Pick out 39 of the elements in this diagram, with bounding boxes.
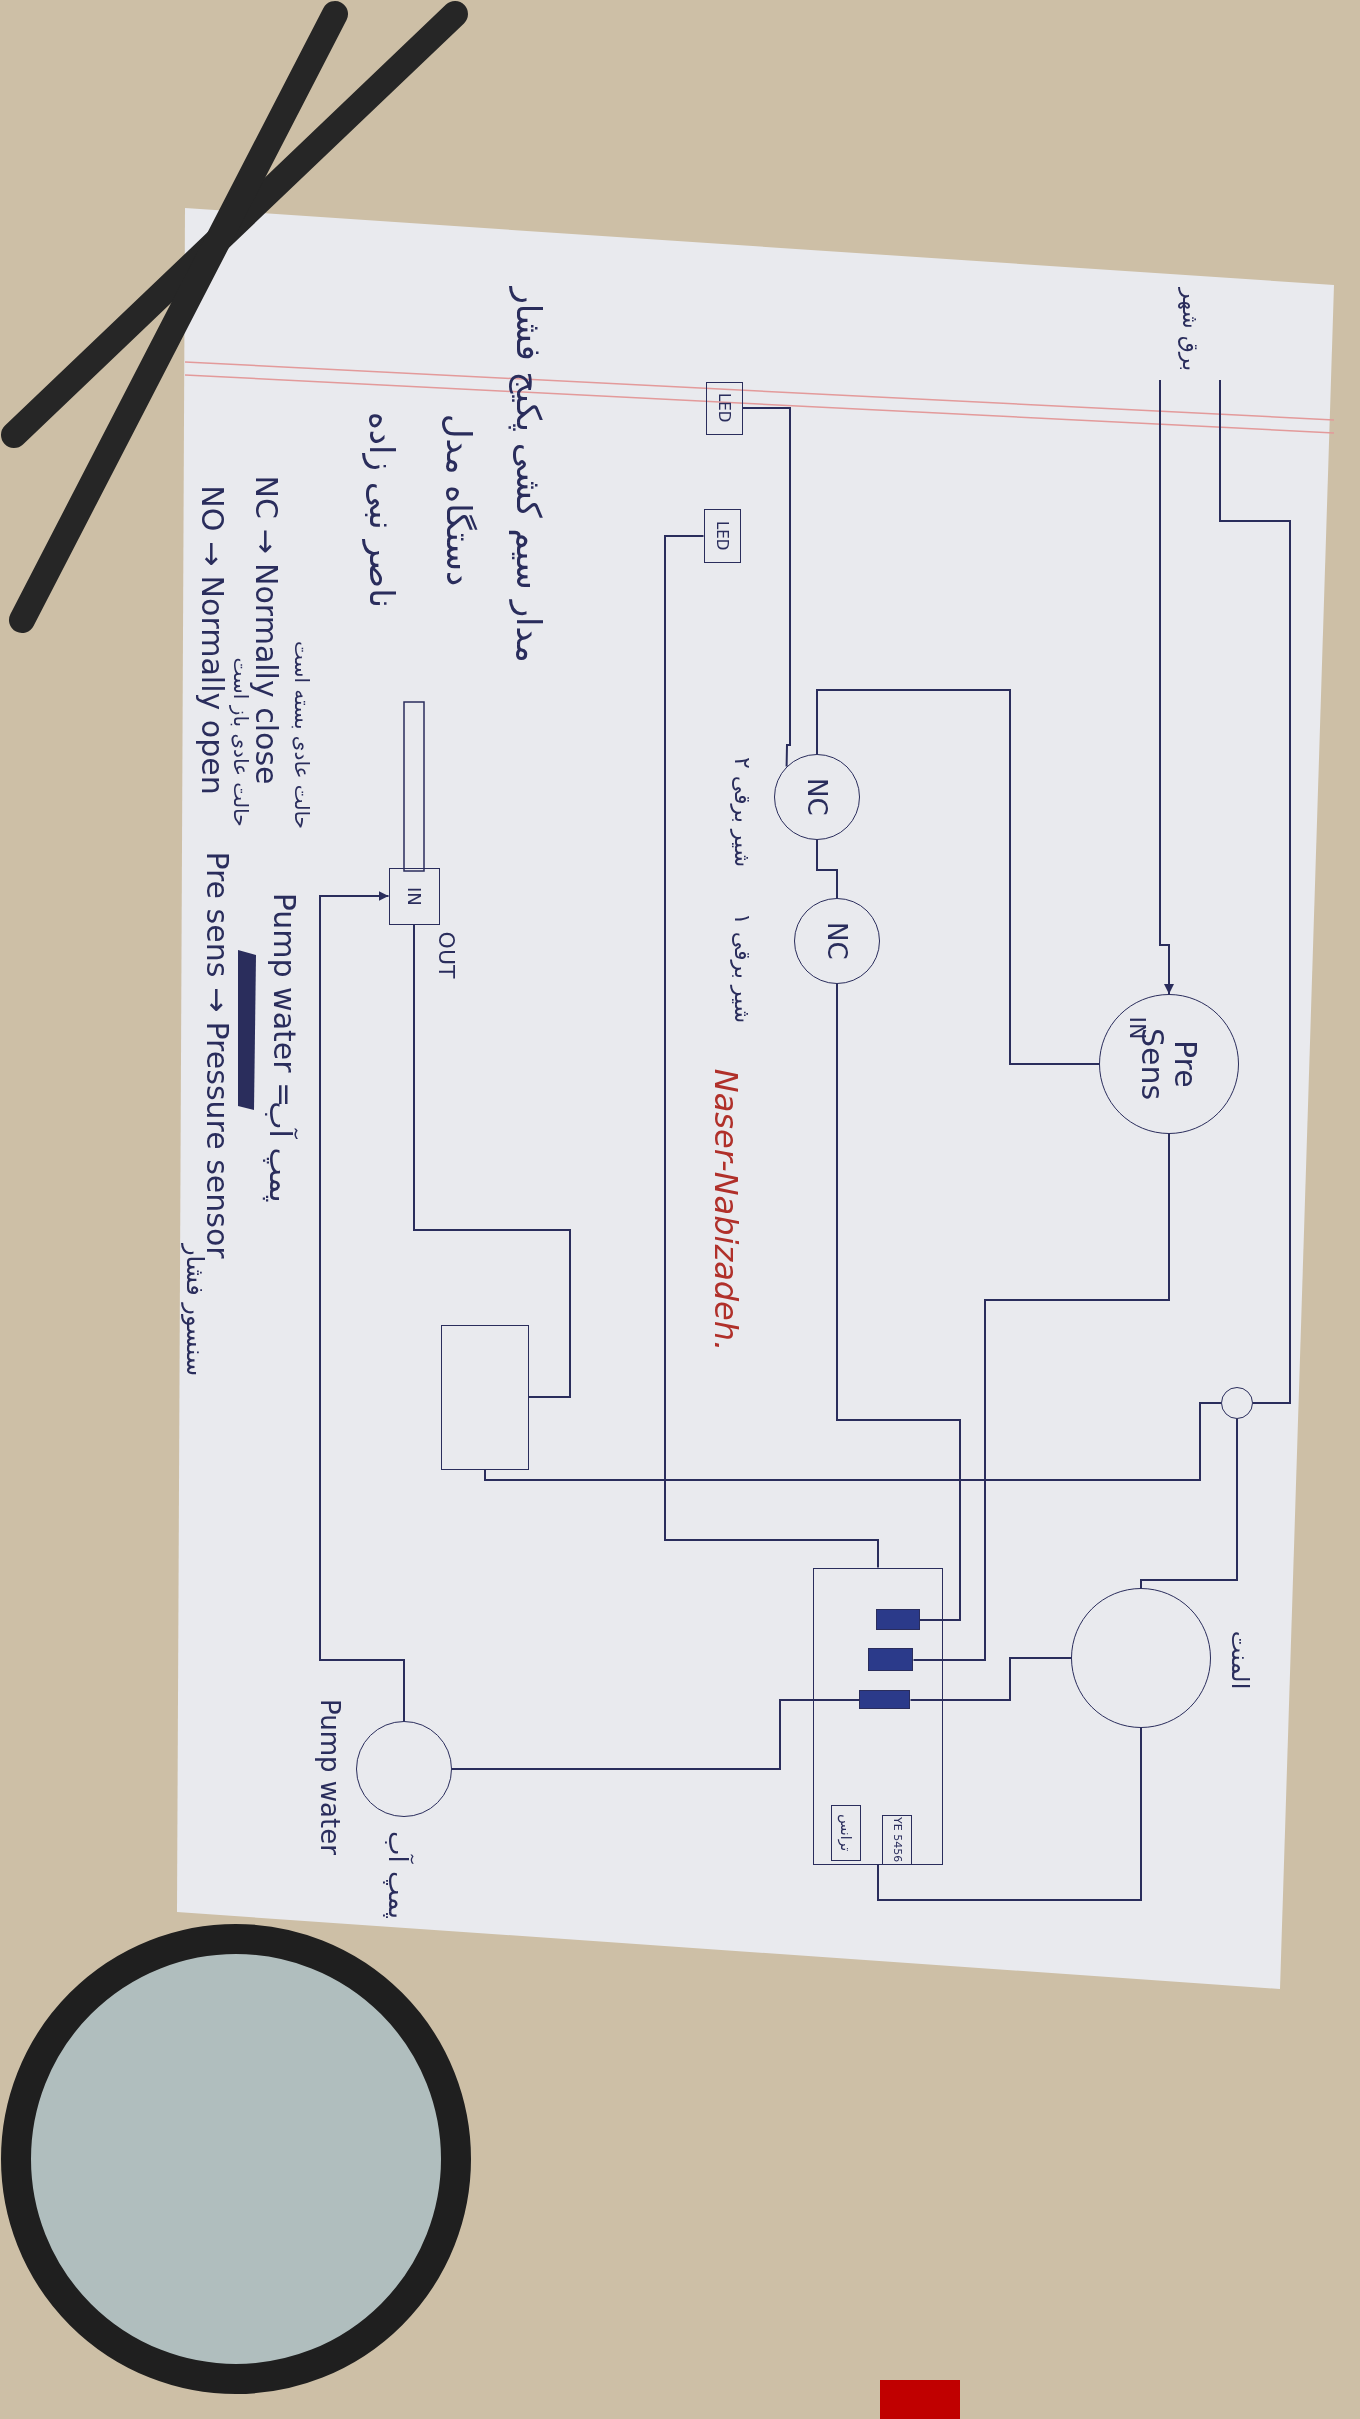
caption-text: شیر برقی ۱ [729,912,755,1024]
wire [816,689,1100,1065]
controller-box [813,1567,943,1865]
led-box: LED [703,509,741,563]
wire [413,923,571,1398]
caption-text: Pump water [315,1699,345,1855]
wire [451,1699,861,1770]
switch-box: IN [388,867,440,925]
wire [909,1657,1072,1701]
relay-bar [859,1690,910,1709]
wire [664,535,879,1569]
caption-text: OUT [433,931,459,979]
supply-label: برق شهر [1160,280,1220,380]
wire [877,1727,1142,1901]
component-box: ترانس [830,1804,861,1861]
component-box: YE 5456 [881,1814,912,1865]
caption-text: پمپ آب [383,1831,413,1919]
led-box: LED [705,381,743,435]
note-text: ناصر نبی زاده [362,412,400,608]
note-text: Naser-Nabizadeh. [707,1068,743,1352]
wire [484,1402,1222,1481]
wire [1219,379,1291,1404]
note-text: دستگاه مدل [439,413,477,587]
note-text: مدار سیم کشی پکیج فشار [509,287,547,663]
wire [741,407,791,768]
wire [836,983,961,1621]
terminal-box [441,1324,529,1470]
relay-bar [868,1648,913,1671]
wire [816,839,838,899]
note-text: حالت عادی بسته است [291,641,313,829]
caption-text: شیر برقی ۲ [729,756,755,868]
wire [912,1133,1170,1661]
note-text: NC → Normally close [249,475,283,785]
note-text: NO → Normally open [195,485,229,795]
wire [319,891,405,1722]
caption-text: المنت [1226,1630,1254,1690]
wire [1159,379,1174,995]
relay-bar [875,1609,920,1630]
wire [1140,1418,1238,1589]
